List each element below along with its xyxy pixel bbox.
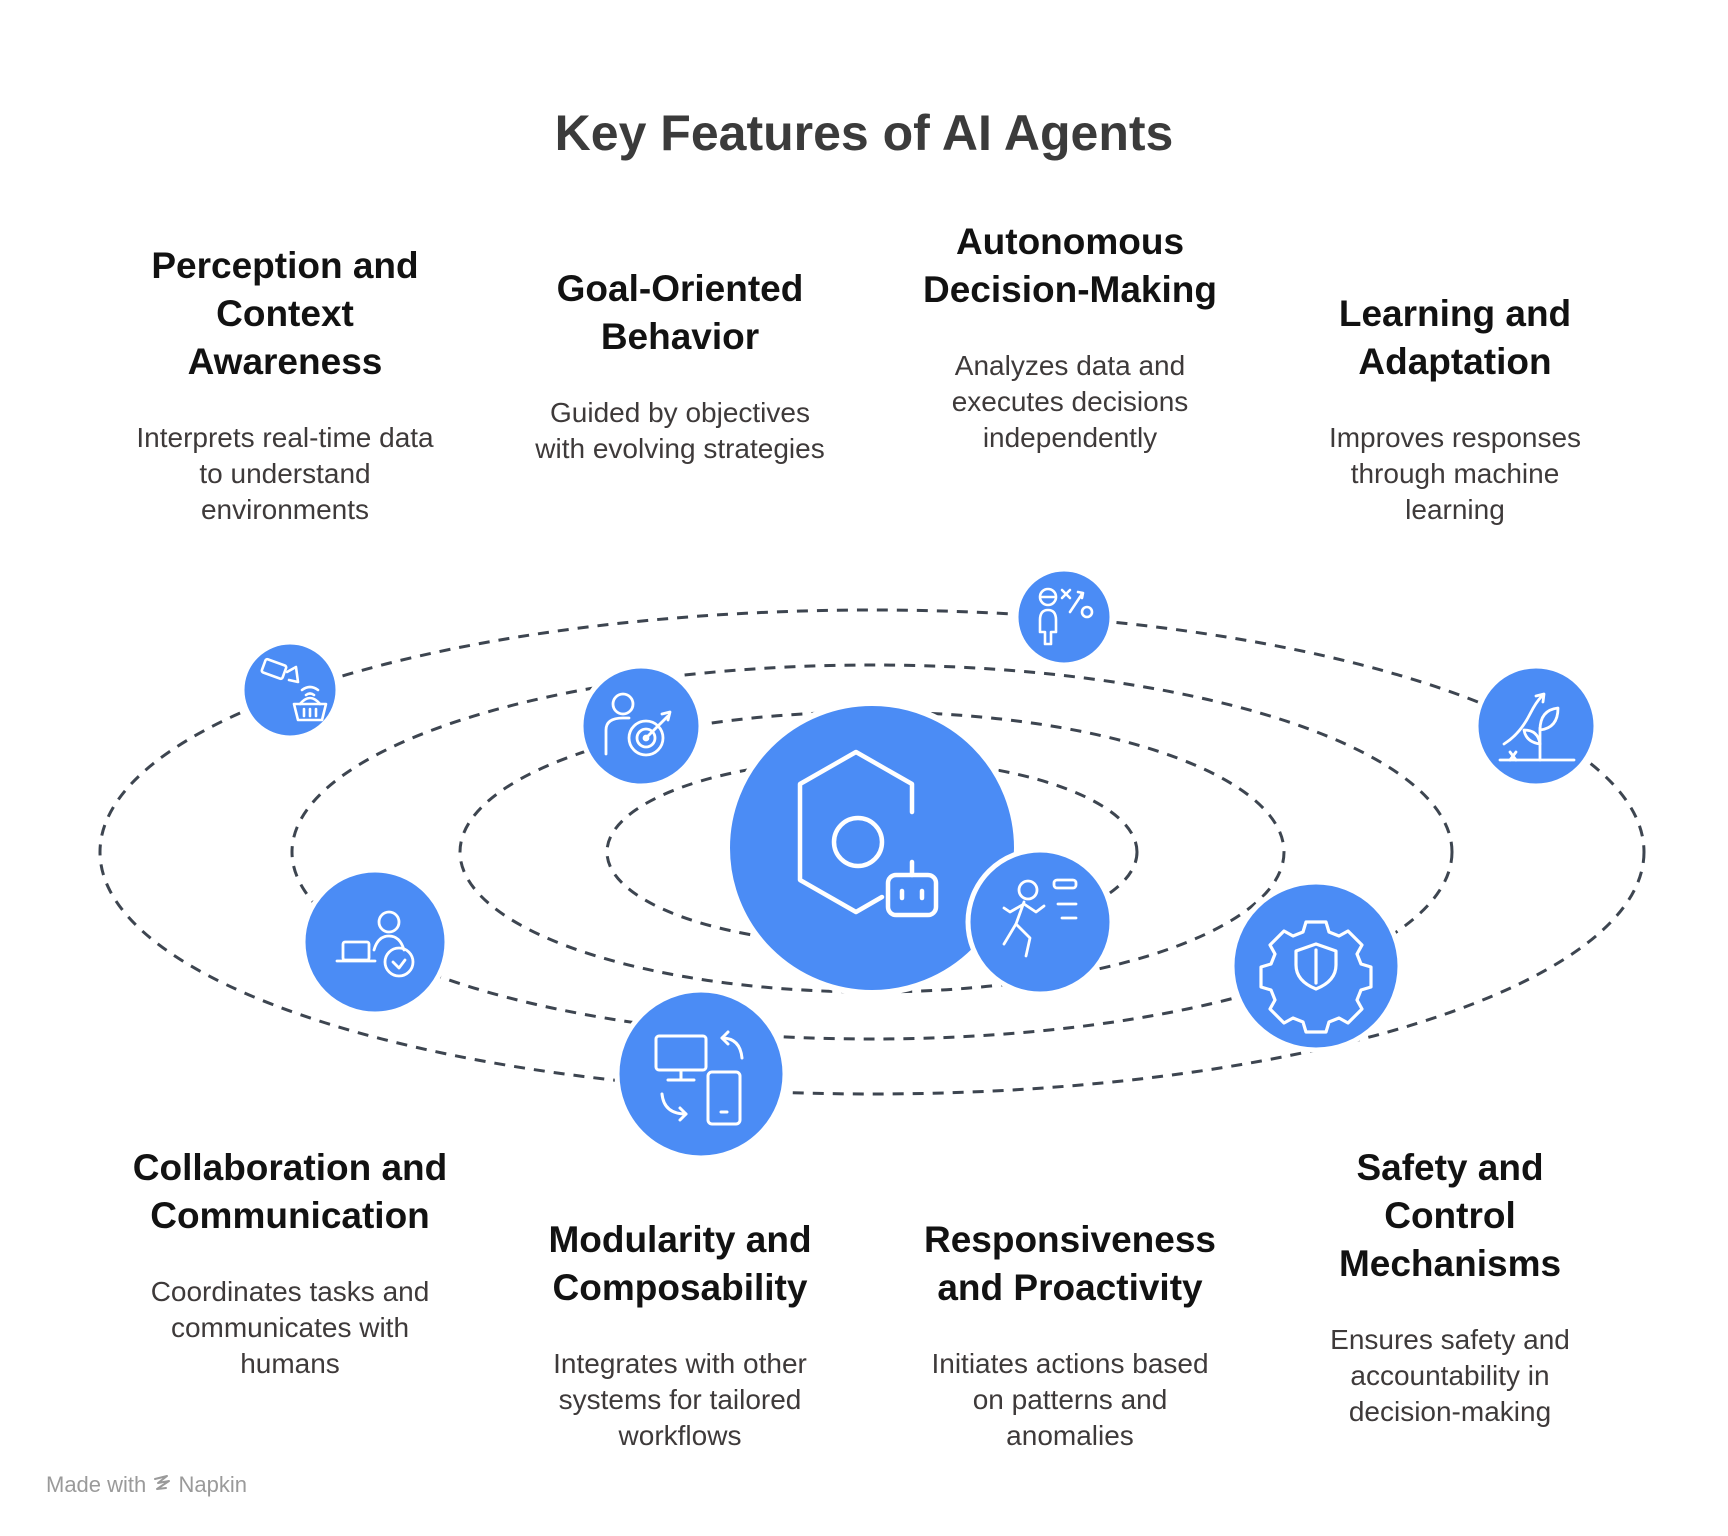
laptop-person-icon bbox=[335, 910, 415, 978]
feature-description: Improves responses through machine learn… bbox=[1328, 422, 1582, 525]
icon-node-safety bbox=[1229, 879, 1403, 1053]
feature-heading: Autonomous Decision-Making bbox=[923, 221, 1217, 310]
icon-node-learning bbox=[1473, 663, 1599, 789]
icon-node-modularity bbox=[614, 987, 788, 1161]
feature-description: Integrates with other systems for tailor… bbox=[553, 1348, 807, 1451]
feature-modularity: Modularity and Composability Integrates … bbox=[500, 1216, 860, 1454]
icon-node-collaboration bbox=[300, 867, 450, 1017]
feature-heading: Perception and Context Awareness bbox=[151, 245, 419, 382]
feature-description: Interprets real-time data to understand … bbox=[136, 422, 434, 525]
camera-basket-icon bbox=[260, 657, 328, 722]
icon-node-autonomous bbox=[1013, 566, 1115, 668]
watermark-brand: Napkin bbox=[178, 1472, 248, 1497]
orbit-inner bbox=[605, 757, 1139, 947]
feature-collaboration: Collaboration and Communication Coordina… bbox=[105, 1144, 475, 1382]
feature-description: Analyzes data and executes decisions ind… bbox=[951, 350, 1189, 453]
feature-heading: Learning and Adaptation bbox=[1338, 293, 1572, 382]
icon-node-goal-oriented bbox=[578, 663, 704, 789]
strategy-person-icon bbox=[1038, 587, 1094, 646]
orbit-outer bbox=[98, 608, 1646, 1096]
feature-heading: Collaboration and Communication bbox=[132, 1147, 448, 1236]
ai-agent-hexagon-icon bbox=[797, 749, 939, 918]
orbit-second bbox=[290, 663, 1454, 1041]
feature-heading: Modularity and Composability bbox=[548, 1219, 812, 1308]
feature-description: Coordinates tasks and communicates with … bbox=[150, 1276, 430, 1379]
feature-learning: Learning and Adaptation Improves respons… bbox=[1280, 290, 1630, 528]
page-title: Key Features of AI Agents bbox=[554, 105, 1174, 161]
feature-goal-oriented: Goal-Oriented Behavior Guided by objecti… bbox=[500, 265, 860, 467]
feature-heading: Responsiveness and Proactivity bbox=[923, 1219, 1217, 1308]
growth-plant-icon bbox=[1498, 692, 1576, 762]
feature-description: Initiates actions based on patterns and … bbox=[931, 1348, 1209, 1451]
feature-responsiveness: Responsiveness and Proactivity Initiates… bbox=[885, 1216, 1255, 1454]
feature-safety: Safety and Control Mechanisms Ensures sa… bbox=[1280, 1144, 1620, 1430]
watermark-prefix: Made with bbox=[46, 1472, 147, 1497]
feature-heading: Goal-Oriented Behavior bbox=[556, 268, 804, 357]
icon-node-responsiveness bbox=[965, 847, 1115, 997]
devices-sync-icon bbox=[654, 1030, 744, 1126]
person-target-icon bbox=[604, 692, 672, 757]
napkin-logo-icon bbox=[152, 1473, 172, 1499]
feature-autonomous: Autonomous Decision-Making Analyzes data… bbox=[890, 218, 1250, 456]
gear-shield-icon bbox=[1259, 920, 1373, 1034]
icon-node-perception bbox=[239, 639, 341, 741]
feature-description: Ensures safety and accountability in dec… bbox=[1330, 1324, 1570, 1427]
center-hub bbox=[724, 700, 1020, 996]
running-person-icon bbox=[1002, 878, 1078, 958]
feature-heading: Safety and Control Mechanisms bbox=[1338, 1147, 1562, 1284]
napkin-watermark[interactable]: Made with Napkin bbox=[46, 1472, 247, 1499]
feature-description: Guided by objectives with evolving strat… bbox=[535, 397, 825, 464]
feature-perception: Perception and Context Awareness Interpr… bbox=[110, 242, 460, 528]
